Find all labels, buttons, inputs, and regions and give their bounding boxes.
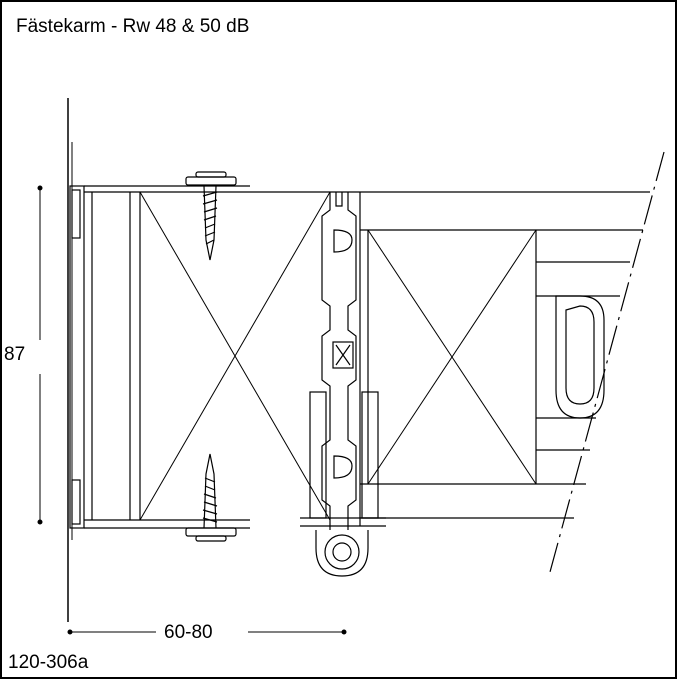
screw-top (185, 171, 237, 261)
timber-block-right (367, 229, 537, 485)
timber-block-left (139, 191, 331, 521)
width-dimension-label: 60-80 (160, 622, 217, 644)
door-leaf-edge (250, 191, 650, 519)
screw-bottom (185, 453, 237, 542)
break-line (549, 151, 665, 573)
height-dimension-label: 87 (4, 344, 26, 365)
drawing-title: Fästekarm - Rw 48 & 50 dB (16, 16, 250, 37)
dimension-height (37, 185, 43, 525)
seal-profile (300, 192, 386, 577)
dimension-width (67, 629, 347, 635)
drawing-code: 120-306a (8, 652, 89, 673)
frame-profile (69, 185, 250, 529)
